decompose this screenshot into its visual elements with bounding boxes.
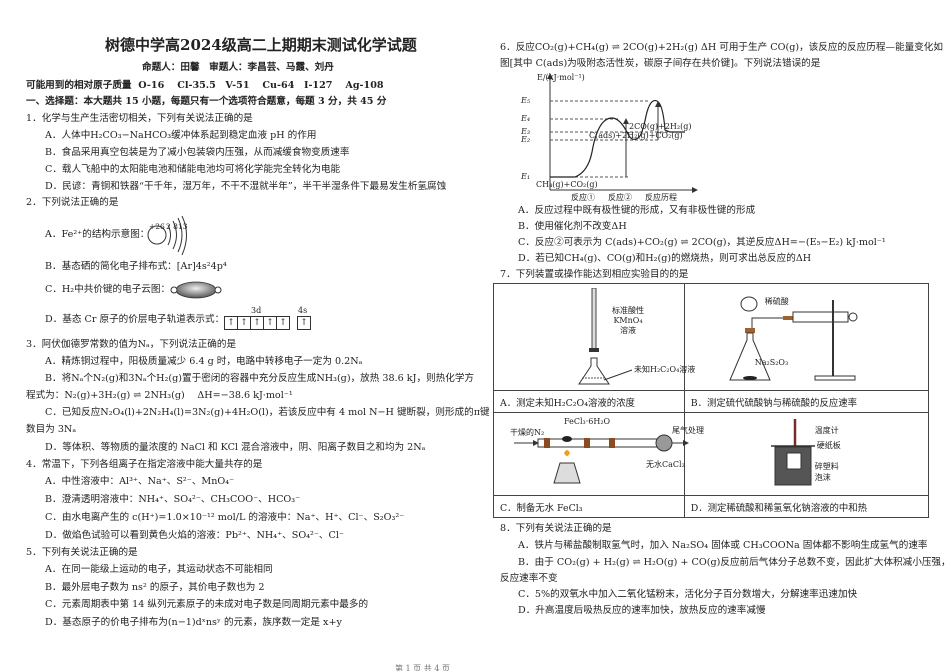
x-label-reaction-path: 反应历程 xyxy=(645,193,677,202)
foam-label-2: 泡沫 xyxy=(814,473,831,482)
flask-label: 未知H₂C₂O₄溶液 xyxy=(634,365,696,374)
orbital-4s-box: ↑ xyxy=(297,316,311,330)
q8-option-d: D．升高温度后吸热反应的速率加快，放热反应的速率减慢 xyxy=(518,605,766,616)
energy-curve xyxy=(550,99,685,178)
burette-label: 标准酸性 KMnO₄ 溶液 xyxy=(612,306,644,336)
apparatus-b-image: 稀硫酸 Na₂S₂O₃ xyxy=(683,283,930,391)
q6-option-a: A．反应过程中既有极性键的形成，又有非极性键的形成 xyxy=(518,205,756,216)
foam-label-1: 碎塑料 xyxy=(814,462,839,471)
q3-stem: 3．阿伏伽德罗常数的值为Nₐ，下列说法正确的是 xyxy=(26,339,237,350)
burette-label-line: 溶液 xyxy=(620,326,636,335)
orbital-4s-label: 4s xyxy=(298,306,308,315)
level-e3: E₃ xyxy=(521,127,531,136)
h2-electron-cloud-icon xyxy=(170,281,222,299)
q8-option-b-cont: 反应速率不变 xyxy=(500,573,558,584)
q8-option-a: A．铁片与稀盐酸制取氢气时，加入 Na₂SO₄ 固体或 CH₃COONa 固体都… xyxy=(518,540,928,551)
species-start: CH₄(g)+CO₂(g) xyxy=(536,180,598,189)
q7-apparatus-table: 标准酸性 KMnO₄ 溶液 未知H₂C₂O₄溶液 xyxy=(493,283,930,518)
option-a-caption: A．测定未知H₂C₂O₄溶液的浓度 xyxy=(493,390,685,413)
q3-option-b: B．将Nₐ个N₂(g)和3Nₐ个H₂(g)置于密闭的容器中充分反应生成NH₃(g… xyxy=(45,373,475,384)
orbital-box: ↑ xyxy=(251,316,264,330)
apparatus-c-image: FeCl₃·6H₂O 干燥的N₂ 尾气处理 无水CaCl₂ xyxy=(493,412,704,496)
fe-ion-structure-diagram xyxy=(147,215,187,256)
burette-label-line: KMnO₄ xyxy=(613,316,643,325)
q3-option-c: C．已知反应N₂O₄(l)+2N₂H₄(l)=3N₂(g)+4H₂O(l)，若该… xyxy=(45,407,490,418)
q5-option-c: C．元素周期表中第 14 纵列元素原子的未成对电子数是同周期元素中最多的 xyxy=(45,599,369,610)
q2-option-c: C．H₂中共价键的电子云图： xyxy=(45,284,171,295)
thermometer-label: 温度计 xyxy=(814,426,839,435)
q6-stem: 6．反应CO₂(g)+CH₄(g) ⇌ 2CO(g)+2H₂(g) ΔH 可用于… xyxy=(500,42,943,53)
fe-nucleus-charge: +26 xyxy=(149,222,165,231)
orbital-box: ↑ xyxy=(277,316,290,330)
q3-option-d: D．等体积、等物质的量浓度的 NaCl 和 KCl 混合溶液中，阴、阳离子数目之… xyxy=(45,442,426,453)
q1-option-d: D．民谚：青铜和铁器“干千年，湿万年，不干不湿就半年”，半干半湿条件下最易发生析… xyxy=(45,181,447,192)
dry-n2-label: 干燥的N₂ xyxy=(510,428,545,437)
burette-label-line: 标准酸性 xyxy=(612,306,644,315)
orbital-box: ↑ xyxy=(224,316,238,330)
q4-option-b: B．澄清透明溶液中：NH₄⁺、SO₄²⁻、CH₃COO⁻、HCO₃⁻ xyxy=(45,494,301,505)
atomic-mass-label-text: 可能用到的相对原子质量 xyxy=(26,80,132,91)
option-b-caption: B．测定硫代硫酸钠与稀硫酸的反应速率 xyxy=(683,390,930,413)
q5-option-d: D．基态原子的价电子排布为(n−1)dˣnsʸ 的元素，族序数一定是 x+y xyxy=(45,617,342,628)
cardboard-label: 硬纸板 xyxy=(816,441,841,450)
q6-option-c: C．反应②可表示为 C(ads)+CO₂(g) ⇌ 2CO(g)，其逆反应ΔH=… xyxy=(518,237,886,248)
authors: 命题人：田馨 审题人：李昌芸、马霞、刘丹 xyxy=(142,62,334,73)
atomic-mass-values: O-16 Cl-35.5 V-51 Cu-64 I-127 Ag-108 xyxy=(138,80,384,91)
q5-option-a: A．在同一能级上运动的电子，其运动状态不可能相同 xyxy=(45,564,273,575)
sodium-thiosulfate-label: Na₂S₂O₃ xyxy=(754,358,789,367)
orbital-box: ↑ xyxy=(264,316,277,330)
q2-option-b: B．基态硒的简化电子排布式：[Ar]4s²4p⁴ xyxy=(45,261,227,272)
orbital-3d-boxes: ↑ ↑ ↑ ↑ ↑ xyxy=(224,316,290,330)
anhydrous-cacl2-label: 无水CaCl₂ xyxy=(646,460,685,469)
q3-option-b-cont: 程式为：N₂(g)+3H₂(g) ⇌ 2NH₃(g) ΔH=−38.6 kJ·m… xyxy=(26,390,293,401)
q6-option-b: B．使用催化剂不改变ΔH xyxy=(518,221,627,232)
q2-option-a: A．Fe²⁺的结构示意图： xyxy=(45,229,150,240)
q1-option-a: A．人体中H₂CO₃−NaHCO₃缓冲体系起到稳定血液 pH 的作用 xyxy=(45,130,317,141)
q4-stem: 4．常温下，下列各组离子在指定溶液中能大量共存的是 xyxy=(26,459,263,470)
q7-stem: 7．下列装置或操作能达到相应实验目的的是 xyxy=(500,269,689,280)
x-label-reaction-1: 反应① xyxy=(571,193,595,202)
q8-option-c: C．5%的双氧水中加入二氧化锰粉末，活化分子百分数增大，分解速率迅速加快 xyxy=(518,589,858,600)
section-heading: 一、选择题：本大题共 15 小题，每题只有一个选项符合题意，每题 3 分，共 4… xyxy=(26,96,387,107)
page-footer: 第 1 页 共 4 页 xyxy=(395,664,450,671)
q8-stem: 8．下列有关说法正确的是 xyxy=(500,523,612,534)
q1-stem: 1．化学与生产生活密切相关，下列有关说法正确的是 xyxy=(26,113,253,124)
level-e2: E₂ xyxy=(521,135,531,144)
apparatus-a-image: 标准酸性 KMnO₄ 溶液 未知H₂C₂O₄溶液 xyxy=(493,283,695,391)
q5-stem: 5．下列有关说法正确的是 xyxy=(26,547,138,558)
q6-stem-cont: 图[其中 C(ads)为吸附态活性炭，碳原子间存在共价键]。下列说法错误的是 xyxy=(500,58,821,69)
apparatus-d-image: 温度计 硬纸板 碎塑料 泡沫 xyxy=(683,412,930,496)
fe-shell-electrons: 2 813 xyxy=(166,222,188,231)
level-e5: E₅ xyxy=(521,96,531,105)
q4-option-c: C．由水电离产生的 c(H⁺)=1.0×10⁻¹² mol/L 的溶液中：Na⁺… xyxy=(45,512,405,523)
orbital-3d-label: 3d xyxy=(251,306,262,315)
fecl3-hydrate-label: FeCl₃·6H₂O xyxy=(564,417,611,426)
q1-option-b: B．食品采用真空包装是为了减小包装袋内压强，从而减缓食物变质速率 xyxy=(45,147,350,158)
species-mid: C(ads)+2H₂(g)+CO₂(g) xyxy=(589,131,683,140)
atomic-mass-label: 可能用到的相对原子质量 O-16 Cl-35.5 V-51 Cu-64 I-12… xyxy=(26,79,384,93)
q2-option-d: D．基态 Cr 原子的价层电子轨道表示式： xyxy=(45,314,225,325)
orbital-box: ↑ xyxy=(238,316,251,330)
exam-title: 树德中学高2024级高二上期期末测试化学试题 xyxy=(105,36,417,54)
energy-profile-diagram xyxy=(547,73,698,193)
level-e1: E₁ xyxy=(521,172,531,181)
q4-option-a: A．中性溶液中：Al³⁺、Na⁺、S²⁻、MnO₄⁻ xyxy=(45,476,235,487)
q2-stem: 2．下列说法正确的是 xyxy=(26,197,119,208)
option-c-caption: C．制备无水 FeCl₃ xyxy=(493,495,685,518)
species-end: 2CO(g)+2H₂(g) xyxy=(629,122,692,131)
q4-option-d: D．做焰色试验可以看到黄色火焰的溶液：Pb²⁺、NH₄⁺、SO₄²⁻、Cl⁻ xyxy=(45,530,345,541)
x-label-reaction-2: 反应② xyxy=(608,193,632,202)
q5-option-b: B．最外层电子数为 ns² 的原子，其价电子数也为 2 xyxy=(45,582,265,593)
q8-option-b: B．由于 CO₂(g) + H₂(g) ⇌ H₂O(g) + CO(g)反应前后… xyxy=(518,557,950,568)
level-e4: E₄ xyxy=(521,114,531,123)
y-axis-label: E/(kJ·mol⁻¹) xyxy=(537,73,585,82)
option-d-caption: D．测定稀硫酸和稀氢氧化钠溶液的中和热 xyxy=(683,495,930,518)
q3-option-a: A．精炼铜过程中，阳极质量减少 6.4 g 时，电路中转移电子一定为 0.2Nₐ xyxy=(45,356,363,367)
q3-option-c-cont: 数目为 3Nₐ xyxy=(26,424,77,435)
dilute-sulfuric-acid-label: 稀硫酸 xyxy=(764,297,789,306)
q1-option-c: C．载人飞船中的太阳能电池和储能电池均可将化学能完全转化为电能 xyxy=(45,164,341,175)
q6-option-d: D．若已知CH₄(g)、CO(g)和H₂(g)的燃烧热，则可求出总反应的ΔH xyxy=(518,253,812,264)
